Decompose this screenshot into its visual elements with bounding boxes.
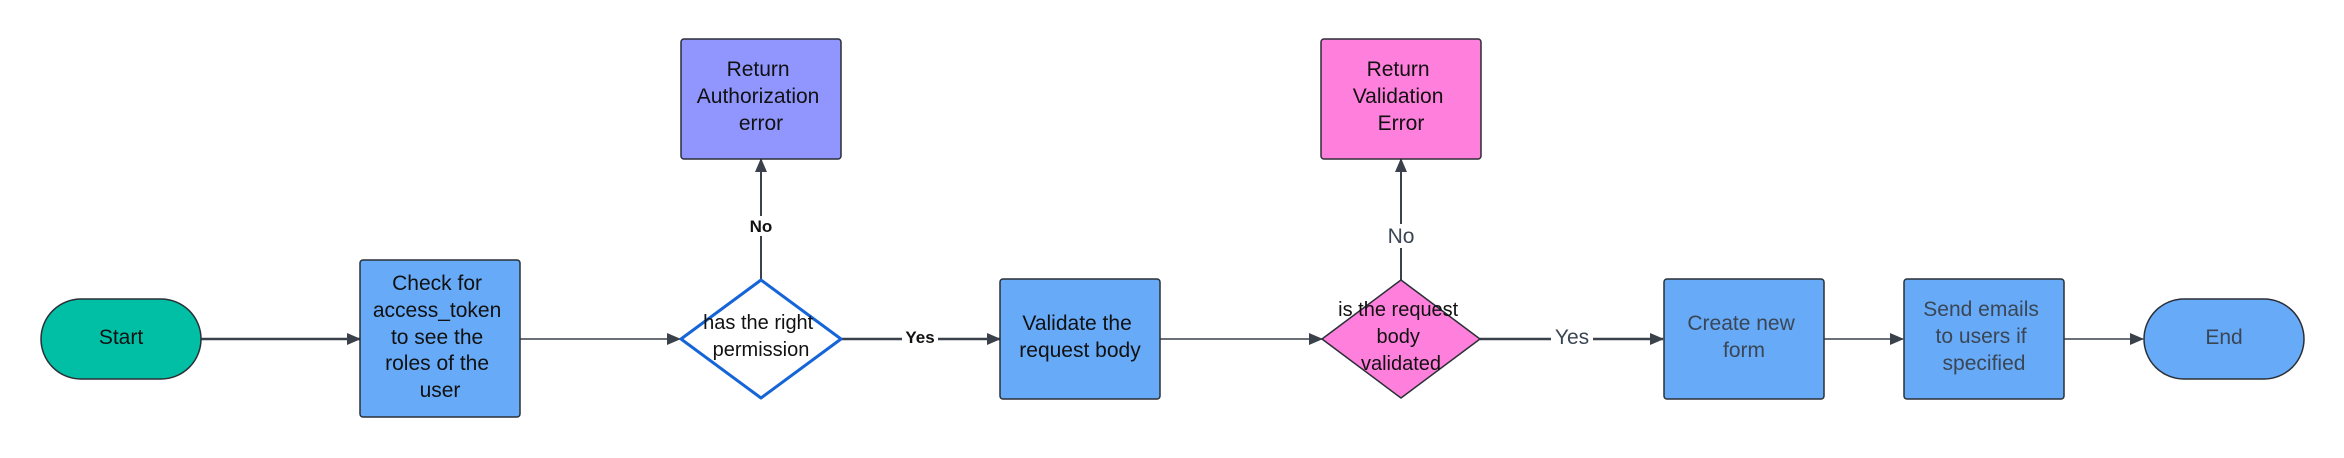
node-end: End xyxy=(2143,298,2305,380)
edge-label-validated-no: No xyxy=(1388,225,1415,248)
svg-text:Check for access_token: Check for access_token to see the roles … xyxy=(373,272,507,402)
node-decision-validated: is the request body validated xyxy=(1321,279,1481,399)
node-check-line-4: roles of the xyxy=(385,352,489,375)
svg-text:Validate the request bod: Validate the request body xyxy=(1019,312,1141,362)
node-validate-body: Validate the request body xyxy=(999,278,1161,400)
node-validation-error-line-2: Validation xyxy=(1353,85,1444,108)
node-create-form: Create new form xyxy=(1663,278,1825,400)
node-validate-line-1: Validate the xyxy=(1022,312,1131,335)
node-start: Start xyxy=(40,298,202,380)
node-validated-line-2: body xyxy=(1377,326,1420,348)
svg-text:has the right permission: has the right permission xyxy=(703,312,819,361)
svg-text:Return Validation: Return Validation Error xyxy=(1353,58,1450,135)
node-decision-permission: has the right permission xyxy=(679,278,843,400)
node-start-label: Start xyxy=(99,326,144,349)
node-auth-error-line-2: Authorization xyxy=(697,85,820,108)
node-create-line-2: form xyxy=(1723,339,1765,362)
edge-label-permission-no: No xyxy=(750,217,773,236)
node-validate-line-2: request body xyxy=(1019,339,1141,362)
node-check-line-2: access_token xyxy=(373,299,501,322)
node-auth-error-line-1: Return xyxy=(727,58,790,81)
node-check-line-3: to see the xyxy=(391,326,483,349)
node-auth-error: Return Authorization error xyxy=(680,38,842,160)
node-send-line-1: Send emails xyxy=(1923,298,2039,321)
node-check-line-5: user xyxy=(420,379,461,402)
node-check-line-1: Check for xyxy=(392,272,482,295)
node-validation-error-line-3: Error xyxy=(1378,112,1425,135)
edge-label-permission-yes: Yes xyxy=(905,328,934,347)
node-end-label: End xyxy=(2205,326,2242,349)
node-validation-error-line-1: Return xyxy=(1367,58,1430,81)
node-create-line-1: Create new xyxy=(1687,312,1795,335)
node-send-line-2: to users if xyxy=(1936,325,2027,348)
svg-text:Return Authorization: Return Authorization error xyxy=(697,58,825,135)
node-permission-line-2: permission xyxy=(713,339,810,361)
svg-text:Create new form: Create new form xyxy=(1687,312,1800,362)
node-send-emails: Send emails to users if specified xyxy=(1903,278,2065,400)
edge-label-validated-yes: Yes xyxy=(1555,326,1589,349)
node-validated-line-1: is the request xyxy=(1338,299,1459,321)
node-check-access-token: Check for access_token to see the roles … xyxy=(359,259,521,418)
svg-text:is the request body: is the request body validated xyxy=(1338,299,1464,375)
node-send-line-3: specified xyxy=(1943,352,2026,375)
edge-labels: No Yes No Yes xyxy=(745,216,1593,350)
node-validated-line-3: validated xyxy=(1361,353,1441,375)
node-auth-error-line-3: error xyxy=(739,112,783,135)
node-validation-error: Return Validation Error xyxy=(1320,38,1482,160)
svg-text:Send emails to users if: Send emails to users if specified xyxy=(1923,298,2044,375)
node-permission-line-1: has the right xyxy=(703,312,814,334)
